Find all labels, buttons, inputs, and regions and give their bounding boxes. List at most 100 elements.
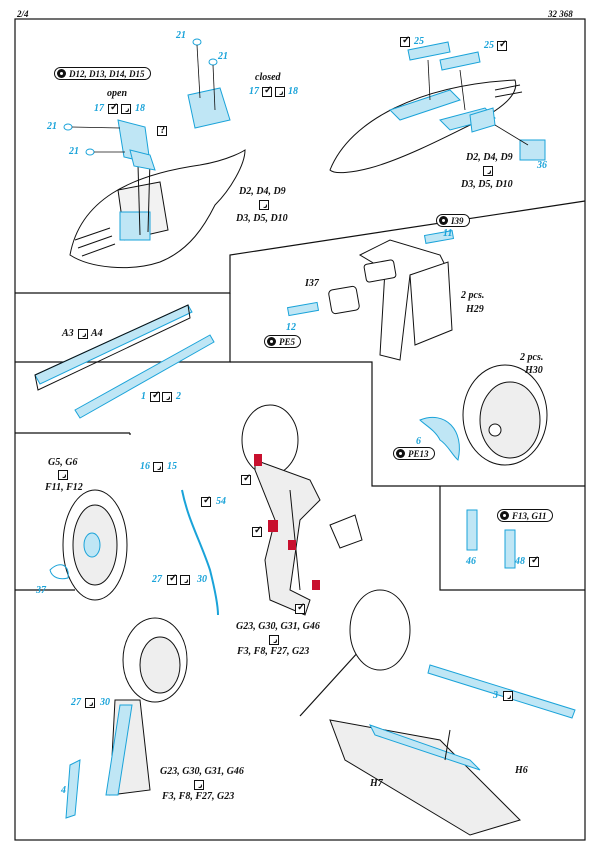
check-icon [167, 573, 177, 585]
label-open: open [107, 88, 127, 99]
detail-box-border [439, 486, 585, 591]
pill-f13-g11: F13, G11 [497, 509, 553, 522]
part-3 [427, 664, 576, 719]
ref-d2-d9-left: D2, D4, D9 [239, 186, 286, 197]
part-3: 3 [493, 690, 498, 701]
moon-icon [58, 470, 68, 480]
label-h7: H7 [370, 778, 383, 789]
ref-f3-g23-center: F3, F8, F27, G23 [237, 646, 310, 657]
check-icon [295, 602, 305, 614]
label-f11-f12: F11, F12 [45, 482, 83, 493]
part-27-bottom: 27 [71, 697, 81, 708]
part-18-closed: 18 [288, 86, 298, 97]
label-h6: H6 [515, 765, 528, 776]
moon-icon [269, 635, 279, 645]
part-25-a: 25 [414, 36, 424, 47]
pill-i39: I39 [436, 214, 470, 227]
check-icon [529, 555, 539, 567]
part-46: 46 [466, 556, 476, 567]
fuselage-right [329, 79, 523, 174]
part-36: 36 [537, 160, 547, 171]
part-4 [65, 759, 81, 819]
bottom-left-wheel [109, 617, 188, 796]
question-icon [157, 125, 167, 136]
pill-pe13: PE13 [393, 447, 435, 460]
part-30-cover [105, 704, 133, 796]
ref-d2-d9-right: D2, D4, D9 [466, 152, 513, 163]
check-icon [108, 102, 118, 114]
detail-parts [466, 509, 516, 569]
check-icon [400, 35, 410, 47]
pill-pe5: PE5 [264, 335, 302, 348]
moon-icon [194, 780, 204, 790]
part-17-closed: 17 [249, 86, 259, 97]
ref-d3-d10-right: D3, D5, D10 [461, 179, 513, 190]
pill-d12-d15: D12, D13, D14, D15 [54, 67, 151, 80]
part-12: 12 [286, 322, 296, 333]
part-21-b: 21 [69, 146, 79, 157]
moon-icon [483, 166, 493, 176]
check-icon [497, 39, 507, 51]
part-30: 30 [197, 574, 207, 585]
moon-icon [121, 104, 131, 114]
check-icon [262, 85, 272, 97]
label-a3: A3 [62, 328, 74, 339]
part-15: 15 [167, 461, 177, 472]
part-25-b: 25 [484, 40, 494, 51]
part-21-c: 21 [176, 30, 186, 41]
divider-upper [15, 200, 586, 294]
page-number: 2/4 [17, 9, 29, 19]
part-11: 11 [443, 228, 453, 239]
ref-f3-g23-bottom: F3, F8, F27, G23 [162, 791, 235, 802]
part-16: 16 [140, 461, 150, 472]
label-g5-g6: G5, G6 [48, 457, 78, 468]
moon-icon [162, 392, 172, 402]
parts-11-12 [286, 230, 455, 317]
part-48: 48 [515, 556, 525, 567]
door-parts-open [117, 119, 156, 171]
center-gear [241, 404, 321, 616]
part-21-a: 21 [47, 121, 57, 132]
part-27: 27 [152, 574, 162, 585]
label-h30: H30 [525, 365, 543, 376]
label-i37: I37 [305, 278, 319, 289]
ref-d3-d10-left: D3, D5, D10 [236, 213, 288, 224]
panel-h29 [328, 239, 453, 361]
page-frame [14, 18, 586, 841]
part-4: 4 [61, 785, 66, 796]
moon-icon [503, 691, 513, 701]
part-21-d: 21 [218, 51, 228, 62]
check-icon [252, 525, 262, 537]
ref-g23-g46-bottom: G23, G30, G31, G46 [160, 766, 244, 777]
check-icon [201, 495, 211, 507]
check-icon [150, 390, 160, 402]
red-parts [254, 454, 320, 590]
panel-part [329, 514, 363, 549]
ref-g23-g46-center: G23, G30, G31, G46 [236, 621, 320, 632]
strip-parts-25 [407, 41, 546, 161]
part-18-open: 18 [135, 103, 145, 114]
part-27-cable [181, 489, 219, 616]
left-wheel [62, 489, 128, 601]
moon-icon [180, 575, 190, 585]
kit-code: 32 368 [548, 9, 573, 19]
bottom-right-gear [329, 589, 521, 836]
check-icon [241, 473, 251, 485]
part-54: 54 [216, 496, 226, 507]
part-h6 [369, 724, 481, 771]
moon-icon [85, 698, 95, 708]
fuselage-left [69, 149, 246, 269]
label-a4: A4 [91, 328, 103, 339]
label-h29: H29 [466, 304, 484, 315]
moon-icon [259, 200, 269, 210]
part-30-bottom: 30 [100, 697, 110, 708]
moon-icon [78, 329, 88, 339]
label-2pcs-h29: 2 pcs. [461, 290, 485, 301]
part-6: 6 [416, 436, 421, 447]
moon-icon [275, 87, 285, 97]
part-2: 2 [176, 391, 181, 402]
door-parts-closed [187, 87, 231, 129]
part-37: 37 [36, 585, 46, 596]
part-17-open: 17 [94, 103, 104, 114]
